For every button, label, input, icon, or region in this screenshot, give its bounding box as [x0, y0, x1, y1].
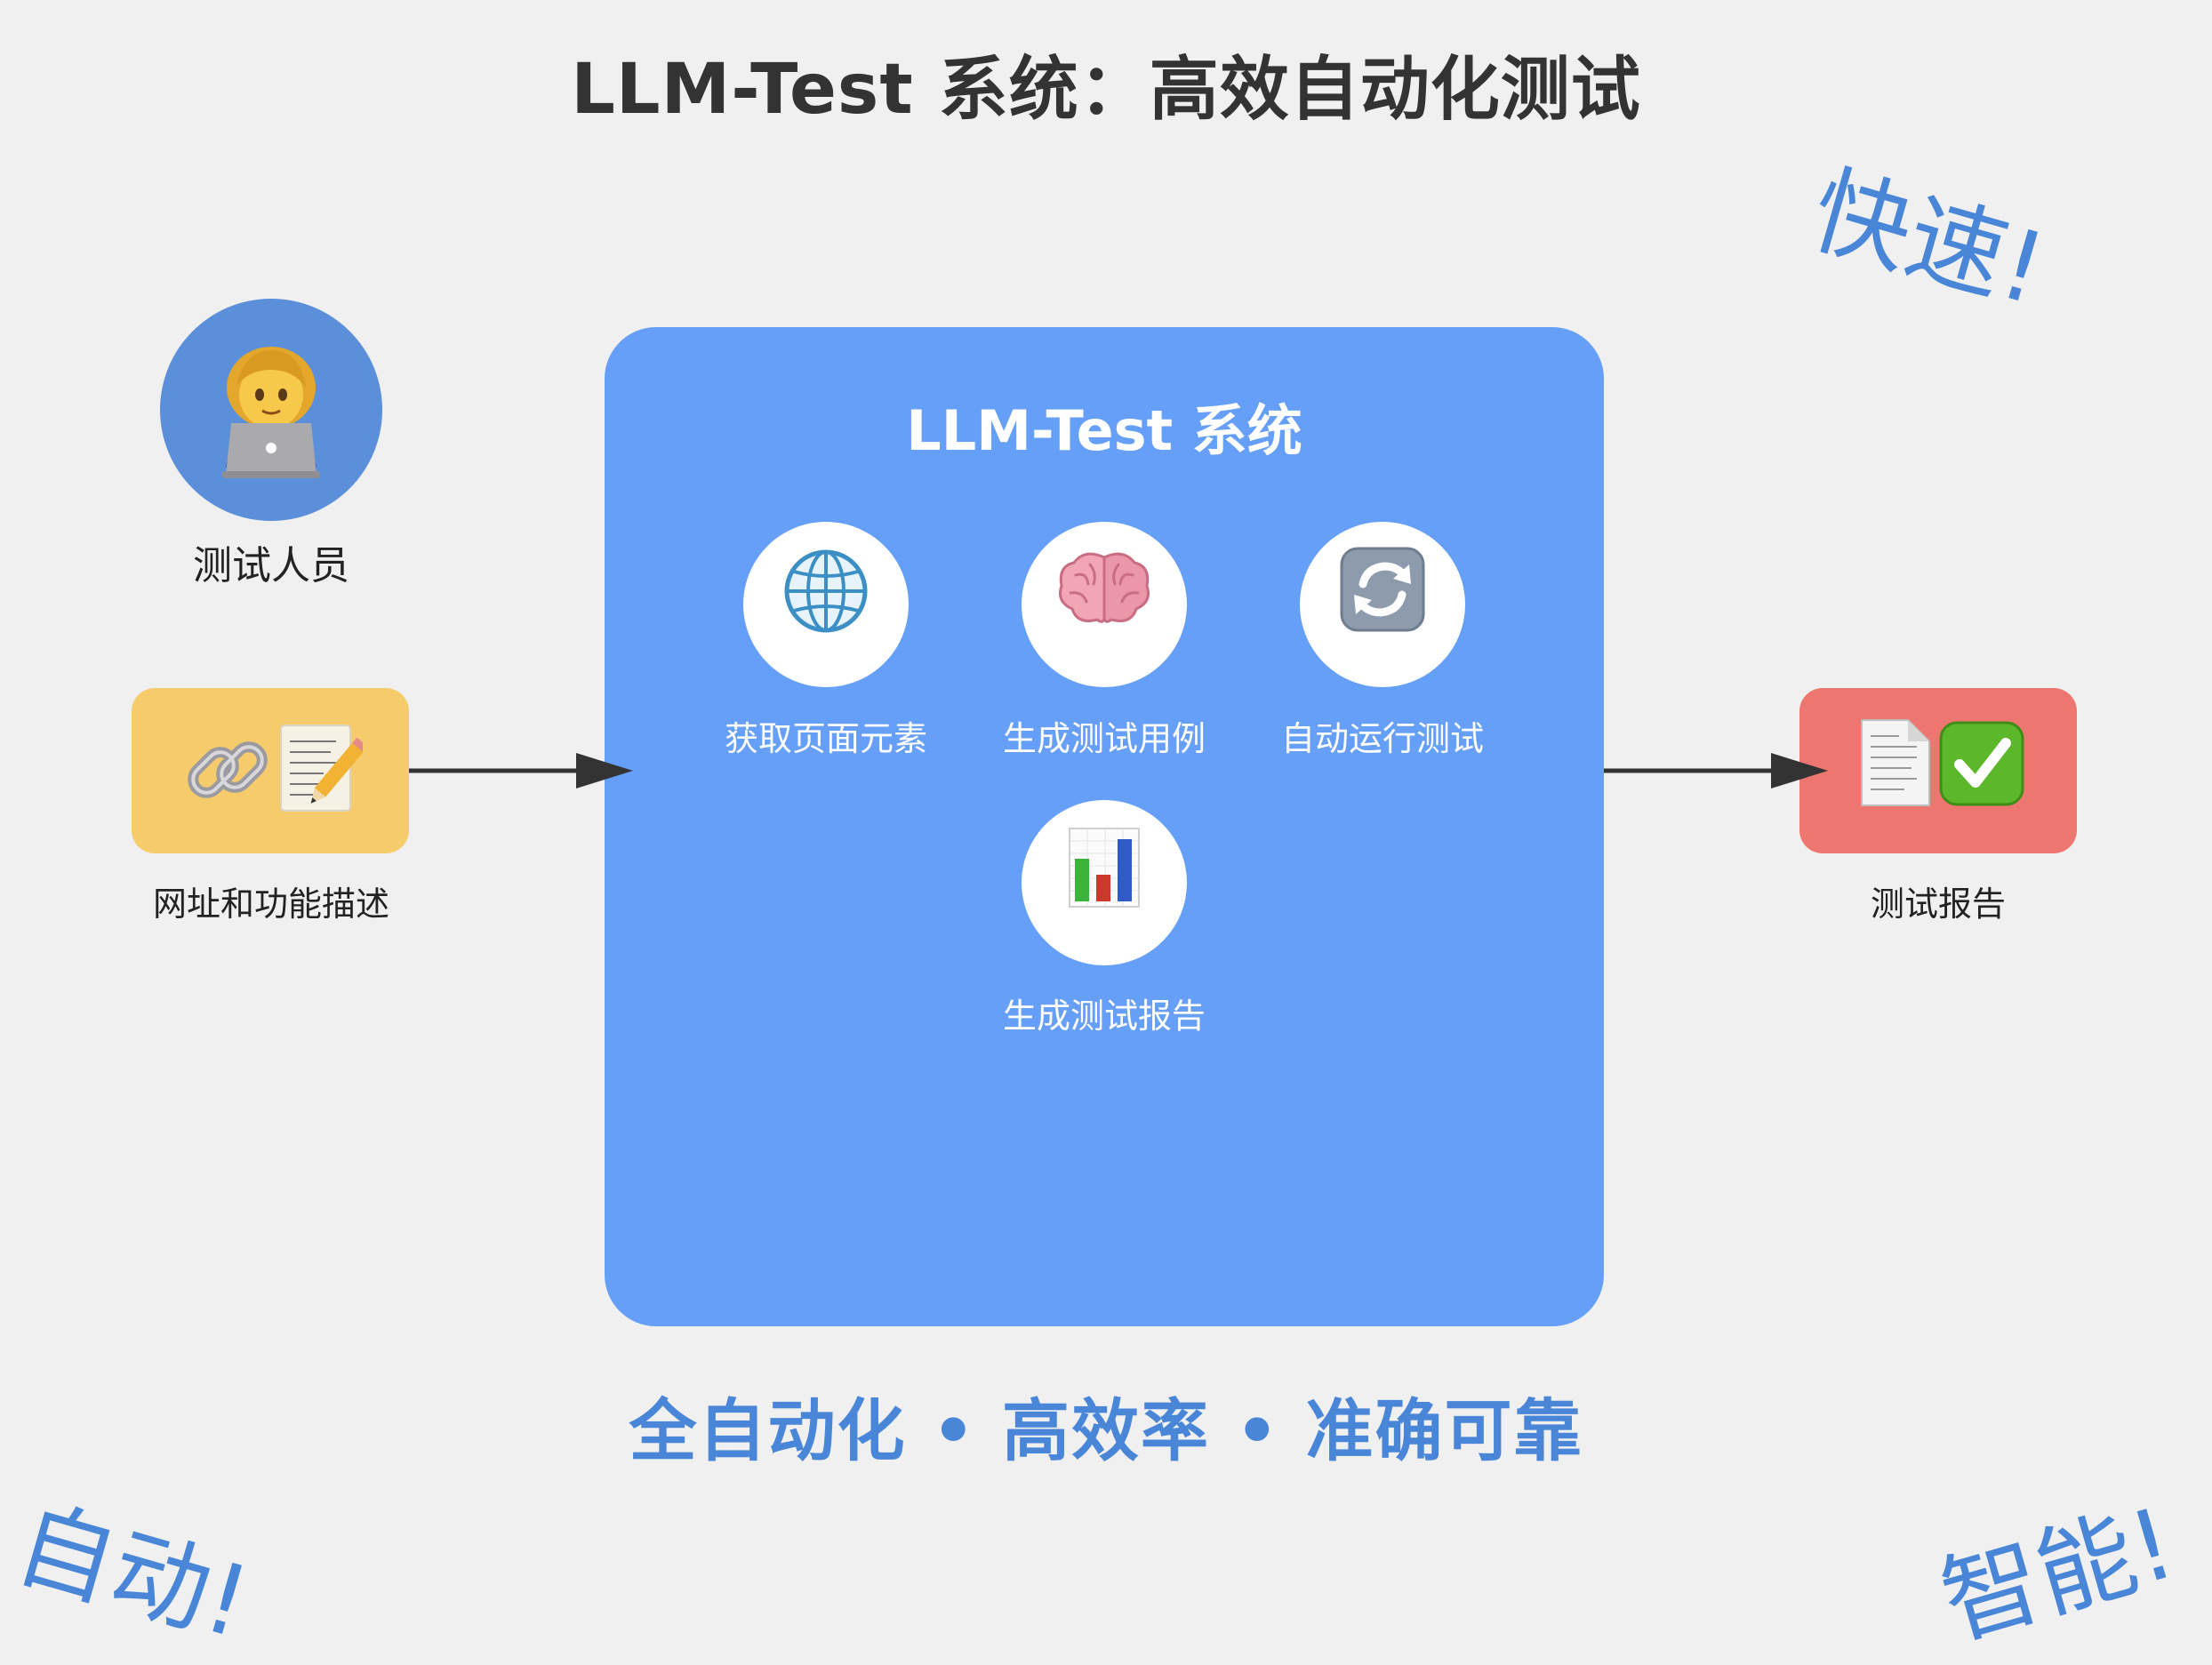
arrow-input-to-system — [409, 753, 633, 788]
bar-chart-icon — [1069, 828, 1140, 908]
step-fetch-elements-label: 获取页面元素 — [724, 719, 927, 758]
memo-icon — [280, 724, 363, 812]
page-title: LLM-Test 系统：高效自动化测试 — [571, 50, 1641, 130]
step-run-tests-label: 自动运行测试 — [1280, 719, 1484, 758]
tester-node — [160, 299, 382, 521]
input-node — [132, 688, 409, 853]
step-generate-report-node — [1022, 800, 1187, 965]
woman-technologist-icon — [222, 347, 320, 478]
arrow-system-to-output — [1604, 753, 1828, 788]
output-node — [1799, 688, 2077, 853]
document-icon — [1861, 719, 1930, 806]
step-generate-report-label: 生成测试报告 — [1002, 997, 1206, 1036]
step-fetch-elements-node — [743, 522, 909, 687]
input-label: 网址和功能描述 — [152, 885, 389, 924]
step-generate-cases-label: 生成测试用例 — [1002, 719, 1206, 758]
link-icon — [188, 741, 268, 798]
globe-icon — [784, 549, 868, 633]
tester-label: 测试人员 — [193, 543, 349, 588]
step-generate-cases-node — [1022, 522, 1187, 687]
output-label: 测试报告 — [1870, 885, 2006, 924]
check-mark-icon — [1939, 721, 2024, 806]
refresh-icon — [1340, 547, 1425, 632]
tagline: 全自动化 • 高效率 • 准确可靠 — [629, 1391, 1583, 1470]
system-title: LLM-Test 系统 — [906, 398, 1302, 463]
step-run-tests-node — [1300, 522, 1465, 687]
brain-icon — [1059, 552, 1150, 623]
